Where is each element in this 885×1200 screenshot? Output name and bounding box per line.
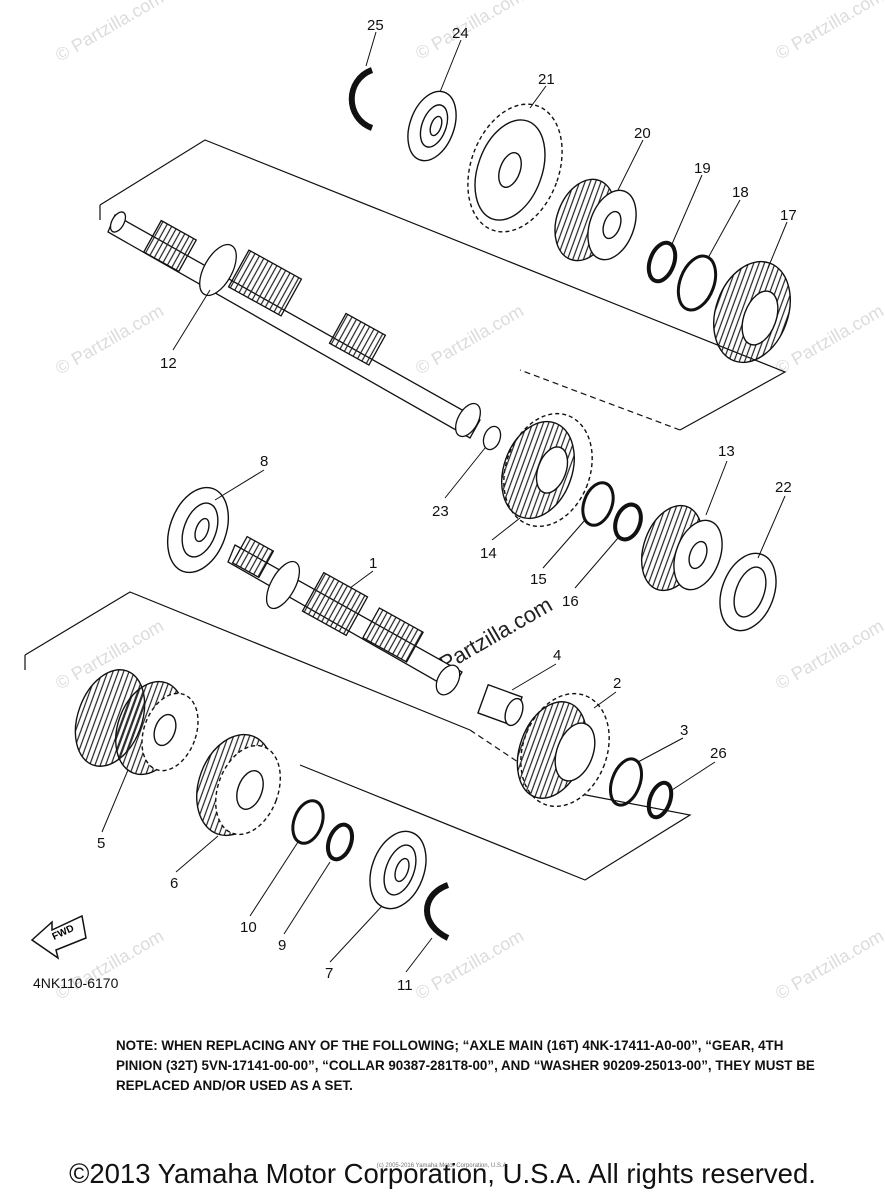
callout-25: 25 [367, 17, 384, 34]
replacement-note: NOTE: WHEN REPLACING ANY OF THE FOLLOWIN… [116, 1038, 815, 1093]
callout-labels: 25 24 21 20 19 18 17 12 23 8 14 13 22 1 … [33, 17, 797, 994]
callout-1: 1 [369, 555, 377, 572]
bearing-22 [719, 552, 777, 632]
part-code: 4NK110-6170 [33, 975, 119, 991]
circlip-19 [646, 240, 678, 284]
callout-12: 12 [160, 355, 177, 372]
fwd-arrow-icon: FWD [30, 914, 87, 960]
watermark: © Partzilla.com [52, 300, 167, 378]
callout-19: 19 [694, 160, 711, 177]
collar-23 [482, 425, 502, 451]
callout-24: 24 [452, 25, 469, 42]
callout-23: 23 [432, 503, 449, 520]
collar-4 [477, 683, 524, 727]
callout-21: 21 [538, 71, 555, 88]
callout-6: 6 [170, 875, 178, 892]
callout-14: 14 [480, 545, 497, 562]
callout-26: 26 [710, 745, 727, 762]
callout-18: 18 [732, 184, 749, 201]
callout-7: 7 [325, 965, 333, 982]
watermark: © Partzilla.com [772, 925, 885, 1003]
circlip-9 [325, 822, 355, 862]
watermark: © Partzilla.com [412, 925, 527, 1003]
watermark: © Partzilla.com [52, 0, 167, 65]
callout-10: 10 [240, 919, 257, 936]
callout-3: 3 [680, 722, 688, 739]
watermark: © Partzilla.com [772, 615, 885, 693]
callout-15: 15 [530, 571, 547, 588]
circlip-25 [348, 67, 374, 131]
callout-9: 9 [278, 937, 286, 954]
bearing-8 [166, 486, 230, 574]
washer-15 [581, 481, 615, 527]
bearing-7 [369, 830, 427, 910]
gear-2 [516, 692, 610, 808]
gear-14 [501, 412, 593, 528]
callout-22: 22 [775, 479, 792, 496]
gear-6 [196, 733, 281, 837]
bearing-24 [407, 90, 457, 162]
copyright-notice: ©2013 Yamaha Motor Corporation, U.S.A. A… [69, 1158, 816, 1189]
callout-20: 20 [634, 125, 651, 142]
gear-13 [640, 504, 723, 592]
assembly-outlines [24, 139, 787, 881]
main-axle [107, 211, 482, 439]
washer-10 [291, 799, 325, 845]
callout-2: 2 [613, 675, 621, 692]
washer-18 [676, 254, 718, 312]
watermark: © Partzilla.com [772, 0, 885, 63]
watermark: © Partzilla.com [412, 0, 527, 63]
callout-5: 5 [97, 835, 105, 852]
callout-11: 11 [397, 977, 413, 994]
callout-13: 13 [718, 443, 735, 460]
callout-17: 17 [780, 207, 797, 224]
watermark-layer: © Partzilla.com © Partzilla.com © Partzi… [52, 0, 885, 1003]
leader-lines [101, 31, 788, 973]
callout-16: 16 [562, 593, 579, 610]
washer-3 [608, 757, 644, 807]
watermark: © Partzilla.com [412, 300, 527, 378]
callout-8: 8 [260, 453, 268, 470]
gear-20 [554, 178, 637, 262]
callout-4: 4 [553, 647, 561, 664]
circlip-11 [424, 882, 450, 941]
drive-axle [227, 535, 463, 696]
circlip-16 [613, 502, 643, 542]
gear-5 [74, 669, 199, 776]
watermark-center: Partzilla.com [435, 592, 557, 677]
fine-print: (c) 2005-2016 Yamaha Motor Corporation, … [376, 1163, 509, 1169]
gear-21 [467, 103, 563, 233]
circlip-26 [646, 780, 674, 820]
